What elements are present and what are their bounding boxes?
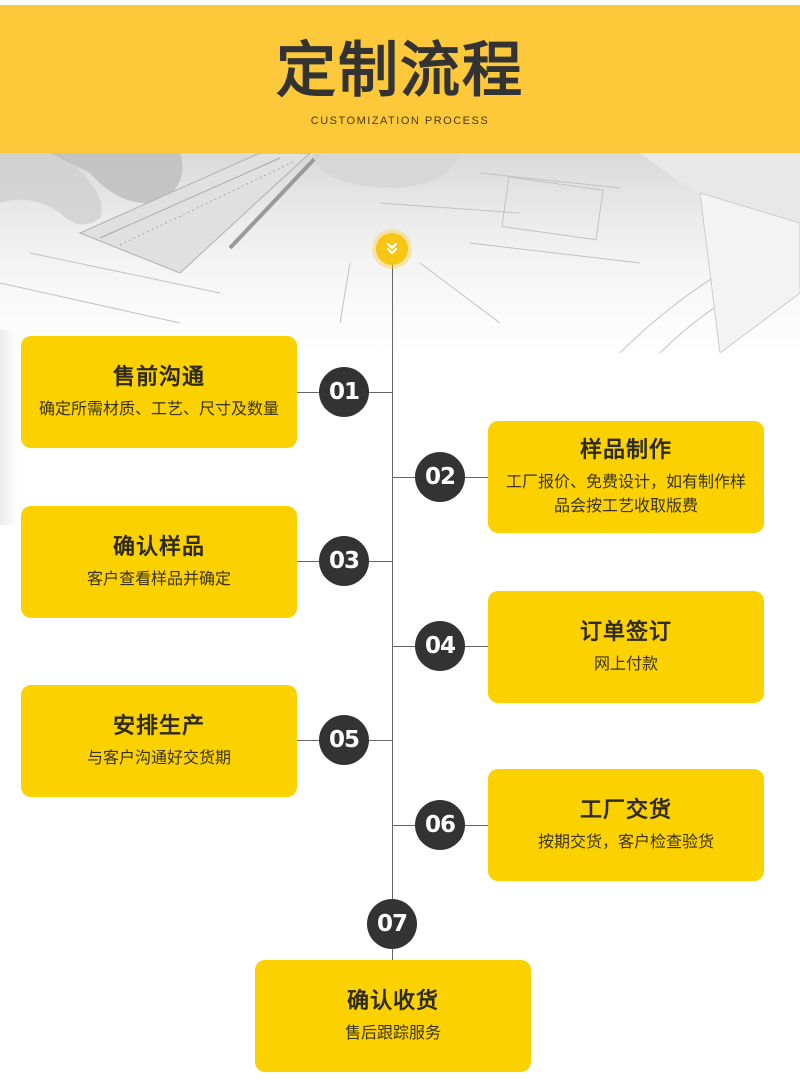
step-number-badge: 07 — [367, 899, 417, 949]
step-title: 工厂交货 — [579, 798, 672, 823]
step-title: 确认收货 — [346, 989, 439, 1014]
scroll-down-inner — [376, 233, 408, 265]
step-number-badge: 01 — [319, 367, 369, 417]
double-chevron-down-icon — [386, 242, 398, 255]
page-title: 定制流程 — [276, 36, 524, 106]
background-edge — [0, 330, 18, 525]
step-card-01: 售前沟通 确定所需材质、工艺、尺寸及数量 — [21, 336, 297, 448]
step-description: 客户查看样品并确定 — [86, 569, 231, 588]
step-card-06: 工厂交货 按期交货，客户检查验货 — [488, 769, 764, 881]
page-subtitle: CUSTOMIZATION PROCESS — [310, 115, 490, 127]
step-card-04: 订单签订 网上付款 — [488, 591, 764, 703]
step-description: 按期交货，客户检查验货 — [537, 832, 714, 851]
step-card-05: 安排生产 与客户沟通好交货期 — [21, 685, 297, 797]
step-description: 网上付款 — [593, 654, 658, 673]
step-number-badge: 02 — [415, 452, 465, 502]
blueprint-sketch-icon — [0, 153, 800, 353]
step-number-badge: 04 — [415, 621, 465, 671]
step-number-badge: 06 — [415, 800, 465, 850]
scroll-down-button[interactable] — [372, 229, 412, 269]
step-title: 确认样品 — [112, 535, 205, 560]
step-card-03: 确认样品 客户查看样品并确定 — [21, 506, 297, 618]
header-banner: 定制流程 CUSTOMIZATION PROCESS — [0, 5, 800, 153]
timeline-line-bottom — [392, 948, 393, 962]
step-number-badge: 03 — [319, 536, 369, 586]
step-title: 安排生产 — [112, 714, 205, 739]
step-title: 订单签订 — [579, 620, 672, 645]
timeline-line — [392, 265, 393, 900]
step-title: 样品制作 — [579, 438, 672, 463]
step-description: 确定所需材质、工艺、尺寸及数量 — [38, 399, 279, 418]
step-description: 与客户沟通好交货期 — [86, 748, 231, 767]
blueprint-background-image — [0, 153, 800, 353]
step-description: 售后跟踪服务 — [344, 1023, 441, 1042]
step-card-07: 确认收货 售后跟踪服务 — [255, 960, 531, 1072]
step-description: 工厂报价、免费设计，如有制作样品会按工艺收取版费 — [505, 472, 746, 515]
step-title: 售前沟通 — [112, 365, 205, 390]
step-card-02: 样品制作 工厂报价、免费设计，如有制作样品会按工艺收取版费 — [488, 421, 764, 533]
step-number-badge: 05 — [319, 715, 369, 765]
